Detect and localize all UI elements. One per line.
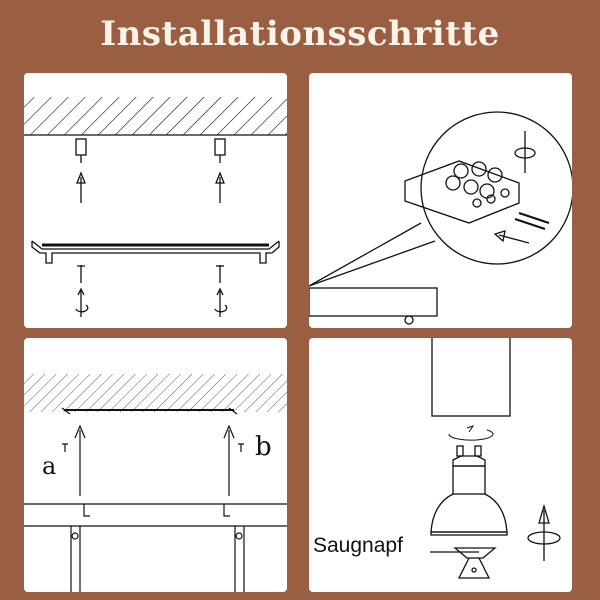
arrow-up-icon <box>215 171 225 203</box>
gu10-bulb <box>430 445 508 536</box>
screw-icon <box>216 265 224 283</box>
screw-icon <box>238 443 244 452</box>
arrow-up-icon <box>76 171 86 203</box>
suction-cup-label: Saugnapf <box>313 534 403 557</box>
step-4-panel: Saugnapf <box>309 338 572 592</box>
detail-magnifier <box>420 111 572 265</box>
light-fixture-base <box>309 287 438 317</box>
step-3-panel: a b <box>24 338 287 592</box>
suction-cup-icon <box>430 547 497 579</box>
screw-icon <box>77 265 85 283</box>
anchor-icon <box>75 138 87 163</box>
bulb-install-diagram <box>430 338 561 579</box>
step-1-panel <box>24 73 287 328</box>
mounting-bracket <box>61 407 238 415</box>
label-a: a <box>42 452 57 480</box>
rotate-icon <box>514 131 536 173</box>
rotate-up-icon <box>527 503 561 561</box>
bracket-mounting-diagram <box>24 97 287 317</box>
arrow-up-icon <box>74 424 86 496</box>
fixture-hanging-diagram <box>24 374 287 592</box>
step-2-panel <box>309 73 572 328</box>
screw-icon <box>62 443 68 452</box>
lamp-housing <box>431 338 511 417</box>
terminal-block <box>404 160 520 224</box>
page-title: Installationsschritte <box>100 14 500 54</box>
ceiling-hatch <box>24 97 287 135</box>
ceiling-hatch <box>24 374 287 412</box>
wire-connection-diagram <box>309 111 572 325</box>
wire <box>514 212 550 230</box>
label-b: b <box>255 432 272 462</box>
rotate-icon <box>214 287 228 317</box>
light-fixture <box>24 503 287 592</box>
mounting-bracket <box>31 240 280 264</box>
rotate-icon <box>448 425 494 441</box>
rotate-icon <box>75 287 89 317</box>
anchor-icon <box>214 138 226 163</box>
screw-icon <box>404 315 414 325</box>
arrow-up-icon <box>223 424 235 496</box>
arrow-left-icon <box>493 230 530 244</box>
